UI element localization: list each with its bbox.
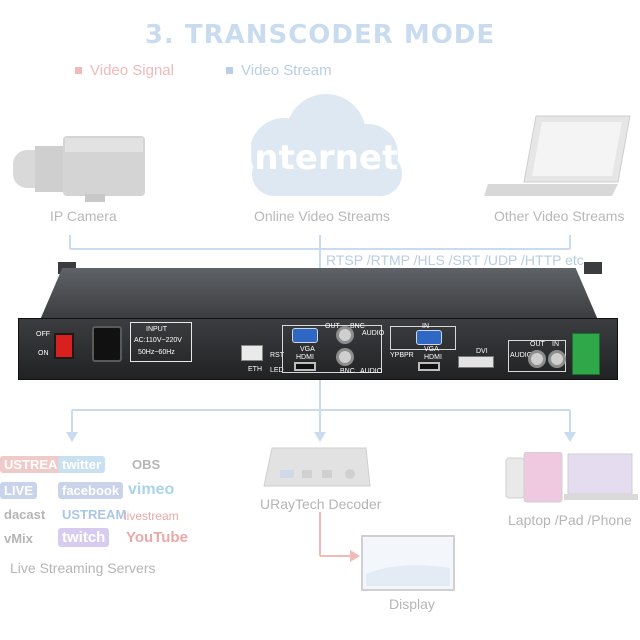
logo-twitter: twitter xyxy=(58,456,105,473)
page-title: 3. TRANSCODER MODE xyxy=(144,20,496,50)
input-title: INPUT xyxy=(146,326,167,333)
vga-in-label: VGA xyxy=(424,346,439,353)
vga-out-port[interactable] xyxy=(292,328,318,343)
servers-label: Live Streaming Servers xyxy=(10,560,156,576)
bnc-in-port[interactable] xyxy=(336,348,354,366)
logo-ustream-red: USTREAM xyxy=(0,456,73,473)
power-switch[interactable] xyxy=(54,333,74,359)
cloud-icon xyxy=(250,94,402,196)
decoder-label: URayTech Decoder xyxy=(260,496,382,512)
eth-port[interactable] xyxy=(241,345,263,361)
laptop-icon xyxy=(484,115,631,196)
camera-icon xyxy=(13,136,145,202)
logo-ustream-blue: USTREAM xyxy=(62,507,127,522)
protocols-text: RTSP /RTMP /HLS /SRT /UDP /HTTP etc. xyxy=(326,252,588,268)
legend-swatch-stream xyxy=(226,67,233,74)
audio-in-label: AUDIO xyxy=(360,368,383,375)
ypbpr-label: YPBPR xyxy=(390,352,414,359)
dvi-port[interactable] xyxy=(458,356,494,368)
power-socket xyxy=(92,326,122,362)
audio-out-label: AUDIO xyxy=(362,330,385,337)
online-streams-label: Online Video Streams xyxy=(254,208,390,224)
bnc-in-label: BNC xyxy=(340,368,355,375)
in-label: IN xyxy=(422,323,429,330)
logo-dacast: dacast xyxy=(4,507,46,522)
audio-bnc-in[interactable] xyxy=(548,350,566,368)
display-icon xyxy=(361,535,455,591)
hdmi-out-label: HDMI xyxy=(296,354,314,361)
input-voltage: AC:110V~220V xyxy=(134,337,182,344)
logo-obs: OBS xyxy=(132,457,161,472)
terminal-block[interactable] xyxy=(572,333,600,375)
legend-label-signal: Video Signal xyxy=(90,62,174,79)
decoder-icon xyxy=(263,447,371,487)
audio-out-sub-label: OUT xyxy=(530,341,545,348)
input-panel xyxy=(390,326,456,350)
audio-panel-label: AUDIO xyxy=(510,352,533,359)
output-panel xyxy=(282,325,382,373)
legend-label-stream: Video Stream xyxy=(241,62,332,79)
off-label: OFF xyxy=(36,331,50,338)
bnc-out-label: BNC xyxy=(350,323,365,330)
out-label: OUT xyxy=(325,323,340,330)
on-label: ON xyxy=(38,350,49,357)
input-frequency: 50Hz~60Hz xyxy=(138,349,175,356)
rst-label: RST xyxy=(270,352,284,359)
logo-vmix: vMix xyxy=(4,531,33,546)
hdmi-in-label: HDMI xyxy=(424,354,442,361)
ip-camera-label: IP Camera xyxy=(50,208,117,224)
dvi-label: DVI xyxy=(476,348,488,355)
devices-icon xyxy=(505,452,638,503)
legend-video-stream: Video Stream xyxy=(226,62,332,79)
input-rating-box xyxy=(130,322,192,362)
bnc-out-port[interactable] xyxy=(336,326,354,344)
audio-in-sub-label: IN xyxy=(552,341,559,348)
device-top-panel xyxy=(40,268,598,320)
display-label: Display xyxy=(389,596,435,612)
logo-vimeo: vimeo xyxy=(128,481,175,498)
logo-livestream: livestream xyxy=(124,509,179,523)
hdmi-out-port[interactable] xyxy=(294,362,316,371)
logo-facebook: facebook xyxy=(58,482,124,499)
logo-twitch: twitch xyxy=(58,528,110,547)
legend-swatch-signal xyxy=(75,67,82,74)
devices-label: Laptop /Pad /Phone xyxy=(508,512,632,528)
legend-video-signal: Video Signal xyxy=(75,62,174,79)
logo-youtube: YouTube xyxy=(126,529,188,546)
vga-out-label: VGA xyxy=(300,346,315,353)
audio-bnc-out[interactable] xyxy=(528,350,546,368)
internet-label: Internet xyxy=(241,138,399,178)
hdmi-in-port[interactable] xyxy=(418,362,440,371)
vga-in-port[interactable] xyxy=(416,330,442,345)
logo-live: LIVE xyxy=(0,482,37,499)
output-arrows xyxy=(66,380,576,562)
led-label: LED xyxy=(270,367,284,374)
other-streams-label: Other Video Streams xyxy=(494,208,625,224)
eth-label: ETH xyxy=(248,366,262,373)
